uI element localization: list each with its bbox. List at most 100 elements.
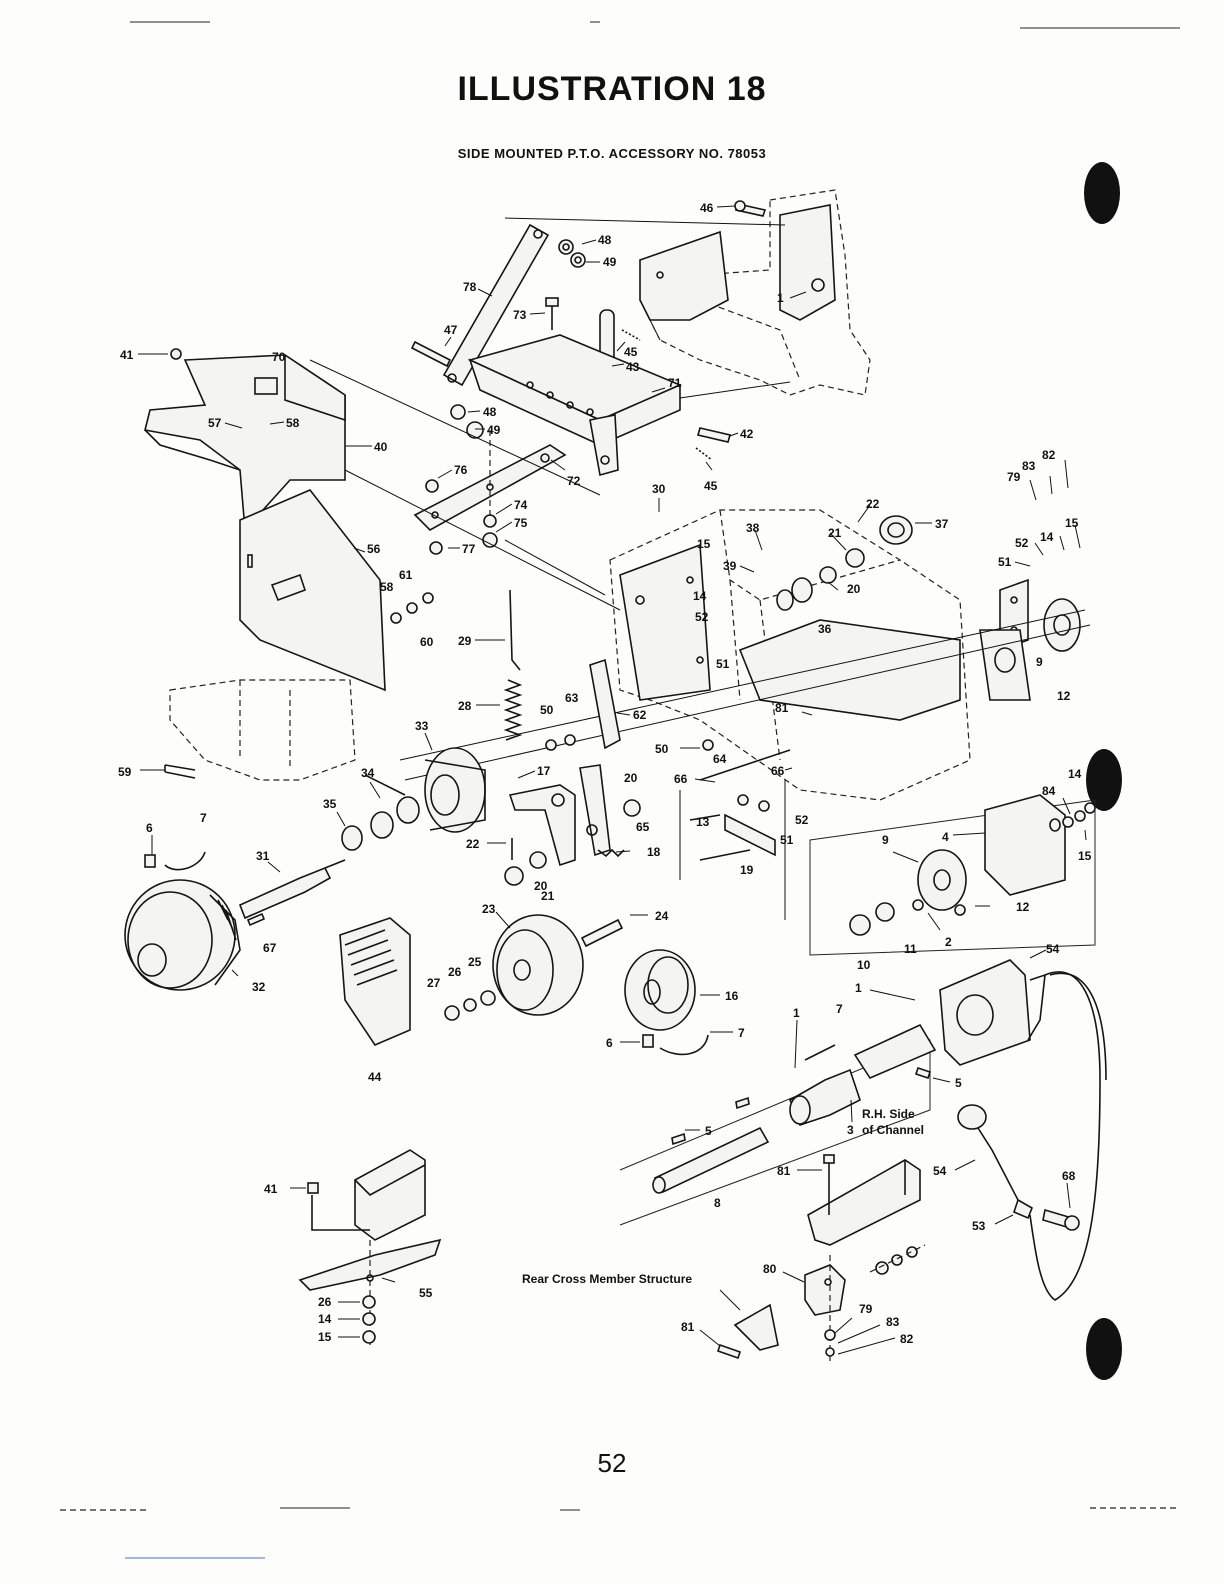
callout: 14	[318, 1312, 332, 1326]
idler-arm-62	[589, 658, 621, 750]
callout: 70	[272, 350, 286, 364]
callout: 45	[704, 479, 718, 493]
callout: 24	[655, 909, 669, 923]
callout: 31	[256, 849, 270, 863]
cable-29-spring-28	[503, 589, 523, 741]
callout: 60	[420, 635, 434, 649]
callout: 12	[1057, 689, 1071, 703]
callout: 7	[836, 1002, 843, 1016]
callout: 14	[693, 589, 707, 603]
callout: 14	[1040, 530, 1054, 544]
callout: 42	[740, 427, 754, 441]
callout: 44	[368, 1070, 382, 1084]
callout: 8	[714, 1196, 721, 1210]
callout: 74	[514, 498, 528, 512]
callout: 26	[448, 965, 462, 979]
bracket-assy-55	[298, 1149, 442, 1345]
callout: 1	[855, 981, 862, 995]
callout: 48	[598, 233, 612, 247]
nut-21-washer-20	[819, 548, 865, 584]
bolt-73	[545, 297, 559, 330]
callout: 22	[466, 837, 480, 851]
callout: 66	[674, 772, 688, 786]
bearing-37	[879, 515, 913, 545]
plate-56	[239, 489, 386, 692]
page-number: 52	[597, 1448, 627, 1478]
callout: 63	[565, 691, 579, 705]
callout: 17	[537, 764, 551, 778]
note-rh-side: R.H. Side	[862, 1107, 915, 1121]
note-rear-cross-member: Rear Cross Member Structure	[522, 1272, 692, 1286]
callout: 21	[541, 889, 555, 903]
bracket-4	[984, 794, 1066, 896]
callout: 9	[1036, 655, 1043, 669]
callout: 79	[859, 1302, 873, 1316]
callout: 83	[886, 1315, 900, 1329]
callout: 59	[118, 765, 132, 779]
callout: 58	[380, 580, 394, 594]
drive-shaft-31	[238, 859, 346, 920]
spring-18	[597, 848, 625, 858]
callout: 6	[606, 1036, 613, 1050]
hardware-10-11-2-12	[849, 899, 966, 936]
callout: 23	[482, 902, 496, 916]
link-arm-78	[442, 217, 786, 387]
callout: 72	[567, 474, 581, 488]
bearing-34-35	[341, 774, 420, 851]
callout: 37	[935, 517, 949, 531]
hardware-58-61-60	[390, 592, 434, 624]
callout: 33	[415, 719, 429, 733]
callout: 75	[514, 516, 528, 530]
callout: 50	[655, 742, 669, 756]
callout: 2	[945, 935, 952, 949]
channel-bracket-3	[807, 1159, 921, 1246]
key-67	[246, 912, 266, 927]
callout: 32	[252, 980, 266, 994]
callout: 29	[458, 634, 472, 648]
callout: 10	[857, 958, 871, 972]
washer-20-right	[623, 799, 641, 817]
turnbuckle-24	[580, 918, 624, 948]
page-subtitle: SIDE MOUNTED P.T.O. ACCESSORY NO. 78053	[457, 146, 767, 161]
callout: 76	[454, 463, 468, 477]
callout: 12	[1016, 900, 1030, 914]
nuts-48-49-mid	[450, 404, 484, 439]
callout: 65	[636, 820, 650, 834]
callout: 15	[697, 537, 711, 551]
callout: 77	[462, 542, 476, 556]
callout: 7	[738, 1026, 745, 1040]
nuts-48-49-top	[558, 239, 586, 268]
belt-shield-70-40	[144, 348, 346, 532]
callout: 48	[483, 405, 497, 419]
rear-cross-member	[716, 1289, 779, 1360]
callout: 66	[771, 764, 785, 778]
callout: 53	[972, 1219, 986, 1233]
shaft-line	[399, 609, 1091, 781]
bolt-47	[410, 340, 452, 368]
callout: 16	[725, 989, 739, 1003]
callout: 41	[264, 1182, 278, 1196]
bracket-80	[804, 1255, 846, 1365]
main-frame-dashed	[609, 509, 971, 801]
washer-20-nut-21	[504, 838, 547, 886]
line-shield-link	[309, 359, 621, 611]
callout: 39	[723, 559, 737, 573]
callout: 6	[146, 821, 153, 835]
driveline-outline	[619, 1039, 931, 1226]
callout: 51	[998, 555, 1012, 569]
callout: 22	[866, 497, 880, 511]
callout: 78	[463, 280, 477, 294]
mounting-plate-71	[467, 334, 791, 477]
idler-hardware-25-27	[444, 990, 496, 1021]
callout: 52	[695, 610, 709, 624]
bearing-36	[776, 577, 813, 611]
callout-labels: 46 48 49 78 73 47 45 43 1 41 70 71 57 58…	[118, 201, 1092, 1346]
callout: 64	[713, 752, 727, 766]
callout: 55	[419, 1286, 433, 1300]
bolt-46	[734, 200, 767, 217]
callout: 1	[777, 291, 784, 305]
pin-45-and-42	[621, 329, 732, 461]
callout: 1	[793, 1006, 800, 1020]
callout: 52	[1015, 536, 1029, 550]
callout: 38	[746, 521, 760, 535]
